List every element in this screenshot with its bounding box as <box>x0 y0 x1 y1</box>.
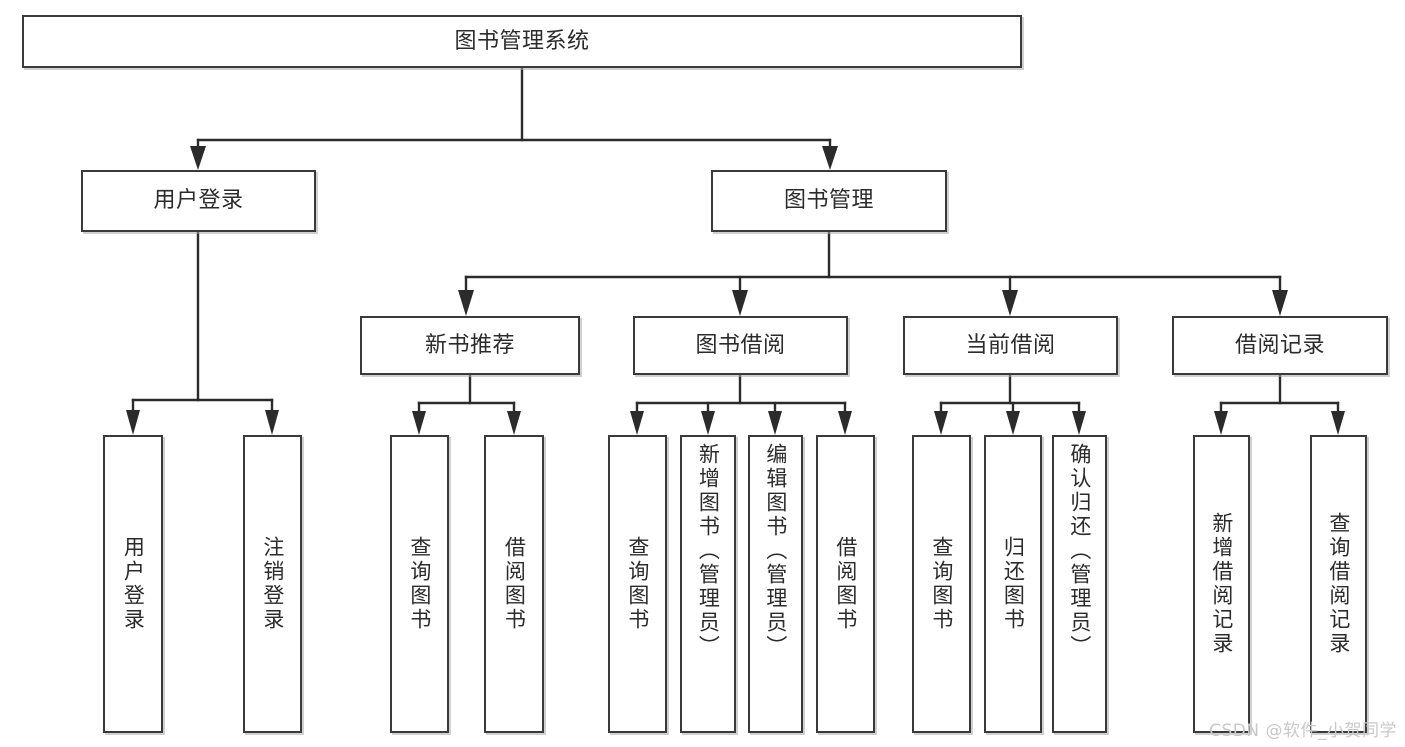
node-new-book-recommend[interactable]: 新书推荐 <box>360 316 580 375</box>
node-borrow-record[interactable]: 借阅记录 <box>1172 316 1388 375</box>
node-root[interactable]: 图书管理系统 <box>22 15 1022 68</box>
node-label: 查询图书 <box>625 536 650 632</box>
node-leaf-logout-login[interactable]: 注销登录 <box>243 435 302 733</box>
node-leaf-return-book[interactable]: 归还图书 <box>984 435 1042 733</box>
node-label: 新增借阅记录 <box>1209 512 1234 656</box>
node-label: 查询图书 <box>929 536 954 632</box>
node-label: 确认归还（管理员） <box>1067 443 1092 659</box>
node-leaf-query-book-3[interactable]: 查询图书 <box>912 435 971 733</box>
node-label: 新增图书（管理员） <box>696 443 721 659</box>
node-label: 借阅图书 <box>502 536 527 632</box>
node-leaf-add-borrow-record[interactable]: 新增借阅记录 <box>1193 435 1250 733</box>
node-leaf-user-login[interactable]: 用户登录 <box>103 435 163 733</box>
node-label: 查询借阅记录 <box>1326 512 1351 656</box>
node-book-borrow[interactable]: 图书借阅 <box>633 316 848 375</box>
node-label: 注销登录 <box>260 536 285 632</box>
node-label: 图书管理系统 <box>454 28 590 54</box>
node-label: 图书借阅 <box>695 332 786 358</box>
node-label: 新书推荐 <box>424 332 515 358</box>
csdn-watermark: CSDN @软件_小贺同学 <box>1209 721 1397 741</box>
node-leaf-borrow-book-1[interactable]: 借阅图书 <box>484 435 544 733</box>
node-label: 借阅图书 <box>833 536 858 632</box>
node-label: 当前借阅 <box>965 332 1056 358</box>
node-leaf-borrow-book-2[interactable]: 借阅图书 <box>816 435 875 733</box>
node-leaf-query-book-2[interactable]: 查询图书 <box>608 435 667 733</box>
node-leaf-edit-book-admin[interactable]: 编辑图书（管理员） <box>748 435 803 733</box>
node-label: 图书管理 <box>783 188 874 214</box>
node-leaf-query-borrow-record[interactable]: 查询借阅记录 <box>1310 435 1367 733</box>
node-user-login[interactable]: 用户登录 <box>81 170 316 232</box>
node-current-borrow[interactable]: 当前借阅 <box>903 316 1118 375</box>
node-label: 用户登录 <box>153 188 244 214</box>
node-book-management[interactable]: 图书管理 <box>711 170 947 232</box>
node-leaf-confirm-return-admin[interactable]: 确认归还（管理员） <box>1052 435 1107 733</box>
node-leaf-add-book-admin[interactable]: 新增图书（管理员） <box>680 435 736 733</box>
node-label: 归还图书 <box>1001 536 1026 632</box>
node-label: 借阅记录 <box>1234 332 1325 358</box>
node-label: 查询图书 <box>407 536 432 632</box>
node-label: 编辑图书（管理员） <box>763 443 788 659</box>
node-leaf-query-book-1[interactable]: 查询图书 <box>390 435 449 733</box>
node-label: 用户登录 <box>121 536 146 632</box>
